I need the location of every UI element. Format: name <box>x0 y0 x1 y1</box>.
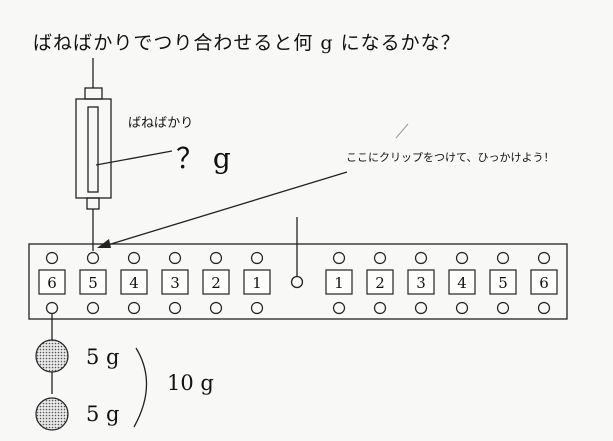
right-hole-bottom-3 <box>414 301 428 315</box>
left-hole-bottom-5 <box>209 301 223 315</box>
right-position-box <box>530 269 558 295</box>
fulcrum-hole <box>290 275 304 289</box>
right-position-1: 1 <box>325 269 353 295</box>
right-position-2: 2 <box>366 269 394 295</box>
balance-beam <box>28 243 568 320</box>
spring-scale-body <box>75 98 112 199</box>
right-hole-top-5 <box>496 251 510 265</box>
stray-mark <box>395 123 409 139</box>
left-position-box <box>161 269 189 295</box>
right-position-box <box>489 269 517 295</box>
clip-instruction-note: ここにクリップをつけて、ひっかけよう！ <box>346 151 555 164</box>
left-hole-bottom-3 <box>127 301 141 315</box>
left-hole-bottom-4 <box>168 301 182 315</box>
right-position-number: 6 <box>539 274 549 292</box>
left-position-2: 2 <box>202 269 230 295</box>
right-position-box <box>448 269 476 295</box>
reading-pointer-line <box>95 150 173 166</box>
clip-arrow-line <box>100 171 348 248</box>
right-position-4: 4 <box>448 269 476 295</box>
left-position-box <box>79 269 107 295</box>
weight-label-bottom: 5 g <box>86 402 120 426</box>
left-position-1: 1 <box>243 269 271 295</box>
right-position-number: 4 <box>457 274 467 292</box>
left-hole-top-3 <box>127 251 141 265</box>
clip-arrow-head <box>97 239 111 248</box>
left-position-4: 4 <box>120 269 148 295</box>
right-position-box <box>407 269 435 295</box>
right-hole-bottom-5 <box>496 301 510 315</box>
right-hole-top-1 <box>332 251 346 265</box>
question-text: ばねばかりでつり合わせると何 g になるかな？ <box>33 32 461 54</box>
left-hole-bottom-2 <box>86 301 100 315</box>
left-position-box <box>243 269 271 295</box>
left-position-number: 1 <box>252 274 262 292</box>
left-position-number: 4 <box>129 274 139 292</box>
right-position-number: 2 <box>375 274 385 292</box>
left-position-number: 2 <box>211 274 221 292</box>
left-hole-top-1 <box>45 251 59 265</box>
left-position-box <box>120 269 148 295</box>
scale-top-cap <box>84 87 103 100</box>
right-hole-bottom-1 <box>332 301 346 315</box>
left-hole-bottom-1 <box>45 301 59 315</box>
right-position-number: 3 <box>416 274 426 292</box>
right-hole-top-4 <box>455 251 469 265</box>
right-position-5: 5 <box>489 269 517 295</box>
spring-scale-label: ばねばかり <box>128 116 194 131</box>
right-hole-bottom-6 <box>537 301 551 315</box>
total-weight-label: 10 g <box>167 371 214 395</box>
right-hole-bottom-2 <box>373 301 387 315</box>
sum-bracket <box>133 347 148 428</box>
left-position-box <box>38 269 66 295</box>
right-position-box <box>366 269 394 295</box>
weight-ball-top <box>35 339 69 373</box>
weight-ball-bottom <box>35 397 69 431</box>
right-position-box <box>325 269 353 295</box>
left-position-3: 3 <box>161 269 189 295</box>
left-hole-top-4 <box>168 251 182 265</box>
left-hole-top-5 <box>209 251 223 265</box>
left-hole-bottom-6 <box>250 301 264 315</box>
right-hole-top-3 <box>414 251 428 265</box>
right-hole-bottom-4 <box>455 301 469 315</box>
scale-bottom-cap <box>86 197 100 210</box>
right-position-3: 3 <box>407 269 435 295</box>
weight-label-top: 5 g <box>86 345 120 369</box>
left-position-6: 6 <box>38 269 66 295</box>
right-hole-top-2 <box>373 251 387 265</box>
right-position-number: 1 <box>334 274 344 292</box>
right-position-number: 5 <box>498 274 508 292</box>
right-position-6: 6 <box>530 269 558 295</box>
left-position-number: 6 <box>47 274 57 292</box>
left-position-5: 5 <box>79 269 107 295</box>
unknown-weight-reading: ？ g <box>176 142 231 175</box>
left-position-number: 3 <box>170 274 180 292</box>
left-hole-top-2 <box>86 251 100 265</box>
left-position-box <box>202 269 230 295</box>
left-position-number: 5 <box>88 274 98 292</box>
spring-scale-window <box>87 106 99 193</box>
right-hole-top-6 <box>537 251 551 265</box>
left-hole-top-6 <box>250 251 264 265</box>
